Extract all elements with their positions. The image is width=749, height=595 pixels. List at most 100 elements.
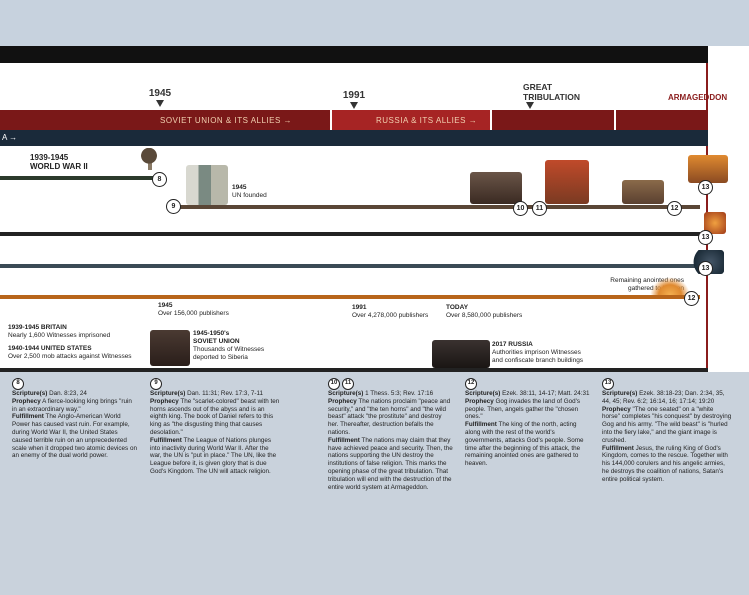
armageddon-label: ARMAGEDDON [668, 93, 728, 102]
scripture-label: Scripture(s) [12, 390, 48, 397]
ww2-years: 1939-1945 [30, 153, 69, 162]
tanks-icon [622, 180, 664, 204]
publishers-1991-year: 1991 [352, 304, 367, 311]
great-label: GREAT [523, 82, 553, 92]
scripture-text: Ezek. 38:18-23; Dan. 2:34, 35, 44, 45; R… [602, 390, 725, 405]
detail-number: 11 [342, 378, 354, 390]
prophecy-text: Gog invades the land of God's people. Th… [465, 397, 580, 421]
prophecy-text: A fierce-looking king brings "ruin in an… [12, 397, 132, 413]
scripture-text: 1 Thess. 5:3; Rev. 17:16 [365, 390, 434, 397]
authorities-icon [432, 340, 490, 368]
publishers-today-text: Over 8,580,000 publishers [446, 312, 523, 319]
marker-13-line3: 13 [698, 230, 713, 245]
scripture-label: Scripture(s) [328, 390, 364, 397]
remaining-line1: Remaining anointed ones [610, 277, 684, 284]
un-building-icon [186, 165, 228, 205]
detail-column-9: 9 Scripture(s) Dan. 11:31; Rev. 17:3, 7-… [150, 378, 280, 476]
details-panel [0, 372, 749, 595]
russia-title: 2017 RUSSIA [492, 341, 533, 348]
rider-on-horse-icon [688, 155, 728, 183]
scripture-label: Scripture(s) [465, 390, 501, 397]
prophecy-text: The "scarlet-colored" beast with ten hor… [150, 397, 280, 436]
fulfillment-label: Fulfillment [12, 413, 44, 421]
persecution-britain: 1939-1945 BRITAIN Nearly 1,600 Witnesses… [8, 324, 110, 340]
religious-leaders-icon [470, 172, 522, 204]
tribulation-marker-icon [526, 102, 534, 109]
marker-9: 9 [166, 199, 181, 214]
detail-column-13: 13 Scripture(s) Ezek. 38:18-23; Dan. 2:3… [602, 378, 732, 484]
un-year: 1945 [232, 184, 247, 191]
fulfillment-text: The nations may claim that they have ach… [328, 436, 453, 491]
publishers-today: TODAY Over 8,580,000 publishers [446, 304, 522, 320]
fulfillment-text: The Anglo-American World Power has cause… [12, 413, 137, 460]
marker-13-line1: 13 [698, 180, 713, 195]
fulfillment-label: Fulfillment [465, 421, 497, 429]
heavenly-light-icon [650, 277, 690, 295]
fulfillment-text: The king of the north, acting along with… [465, 421, 584, 468]
cathedral-icon [545, 160, 589, 204]
marker-11: 11 [532, 201, 547, 216]
ww2-line [0, 176, 155, 180]
date-1945-marker-icon [156, 100, 164, 107]
publishers-1945: 1945 Over 156,000 publishers [158, 302, 229, 318]
scripture-text: Dan. 11:31; Rev. 17:3, 7-11 [187, 390, 264, 397]
publishers-1945-text: Over 156,000 publishers [158, 310, 229, 317]
marker-8: 8 [152, 172, 167, 187]
bar-divider [330, 110, 332, 146]
soviet-text2: deported to Siberia [193, 354, 248, 361]
detail-number: 8 [12, 378, 24, 390]
marker-12: 12 [667, 201, 682, 216]
prophecy-text: The nations proclaim "peace and security… [328, 397, 451, 436]
us-title: 1940-1944 UNITED STATES [8, 345, 92, 352]
scripture-text: Dan. 8:23, 24 [49, 390, 87, 397]
detail-number: 9 [150, 378, 162, 390]
fulfillment-label: Fulfillment [602, 444, 634, 452]
fulfillment-text: Jesus, the ruling King of God's Kingdom,… [602, 444, 728, 483]
russia-label: RUSSIA & ITS ALLIES → [376, 116, 478, 125]
mushroom-cloud-icon [136, 148, 162, 170]
ww2-label: 1939-1945 WORLD WAR II [30, 153, 88, 171]
marker-10: 10 [513, 201, 528, 216]
anointed-line [0, 295, 700, 299]
detail-column-12: 12 Scripture(s) Ezek. 38:11, 14-17; Matt… [465, 378, 590, 468]
prophecy-label: Prophecy [328, 397, 357, 405]
tribulation-label: TRIBULATION [523, 92, 580, 102]
scripture-label: Scripture(s) [150, 390, 186, 397]
anglo-american-bar [0, 130, 708, 146]
beast-line [0, 232, 700, 236]
ww2-title: WORLD WAR II [30, 162, 88, 171]
scripture-text: Ezek. 38:11, 14-17; Matt. 24:31 [502, 390, 590, 397]
detail-column-8: 8 Scripture(s) Dan. 8:23, 24 Prophecy A … [12, 378, 137, 460]
russia-text2: and confiscate branch buildings [492, 357, 584, 364]
prophecy-label: Prophecy [150, 397, 179, 405]
image-line [0, 264, 700, 268]
power-bar-highlight [330, 110, 490, 130]
top-band [0, 0, 749, 46]
soviet-text1: Thousands of Witnesses [193, 346, 265, 353]
fiery-lake-icon [704, 212, 726, 234]
soviet-union-label: SOVIET UNION & ITS ALLIES → [160, 116, 293, 125]
scripture-label: Scripture(s) [602, 390, 638, 397]
publishers-1991: 1991 Over 4,278,000 publishers [352, 304, 428, 320]
fulfillment-label: Fulfillment [150, 436, 182, 444]
britain-title: 1939-1945 BRITAIN [8, 324, 67, 331]
prophecy-label: Prophecy [12, 397, 41, 405]
anglo-american-label: A → [2, 133, 18, 142]
publishers-1991-text: Over 4,278,000 publishers [352, 312, 429, 319]
black-timeline-bar [0, 46, 708, 63]
prophecy-text: "The one seated" on a "white horse" comp… [602, 405, 732, 444]
fulfillment-label: Fulfillment [328, 436, 360, 444]
detail-number: 12 [465, 378, 477, 390]
soviet-title: 1945-1950's [193, 330, 230, 337]
persecution-soviet: 1945-1950's SOVIET UNION Thousands of Wi… [193, 330, 264, 362]
us-text: Over 2,500 mob attacks against Witnesses [8, 353, 132, 360]
train-icon [150, 330, 190, 366]
persecution-us: 1940-1944 UNITED STATES Over 2,500 mob a… [8, 345, 132, 361]
britain-text: Nearly 1,600 Witnesses imprisoned [8, 332, 111, 339]
persecution-russia: 2017 RUSSIA Authorities imprison Witness… [492, 341, 583, 365]
marker-13-line4: 13 [698, 261, 713, 276]
un-text: UN founded [232, 192, 267, 199]
soviet-subtitle: SOVIET UNION [193, 338, 240, 345]
prophecy-label: Prophecy [602, 405, 631, 413]
